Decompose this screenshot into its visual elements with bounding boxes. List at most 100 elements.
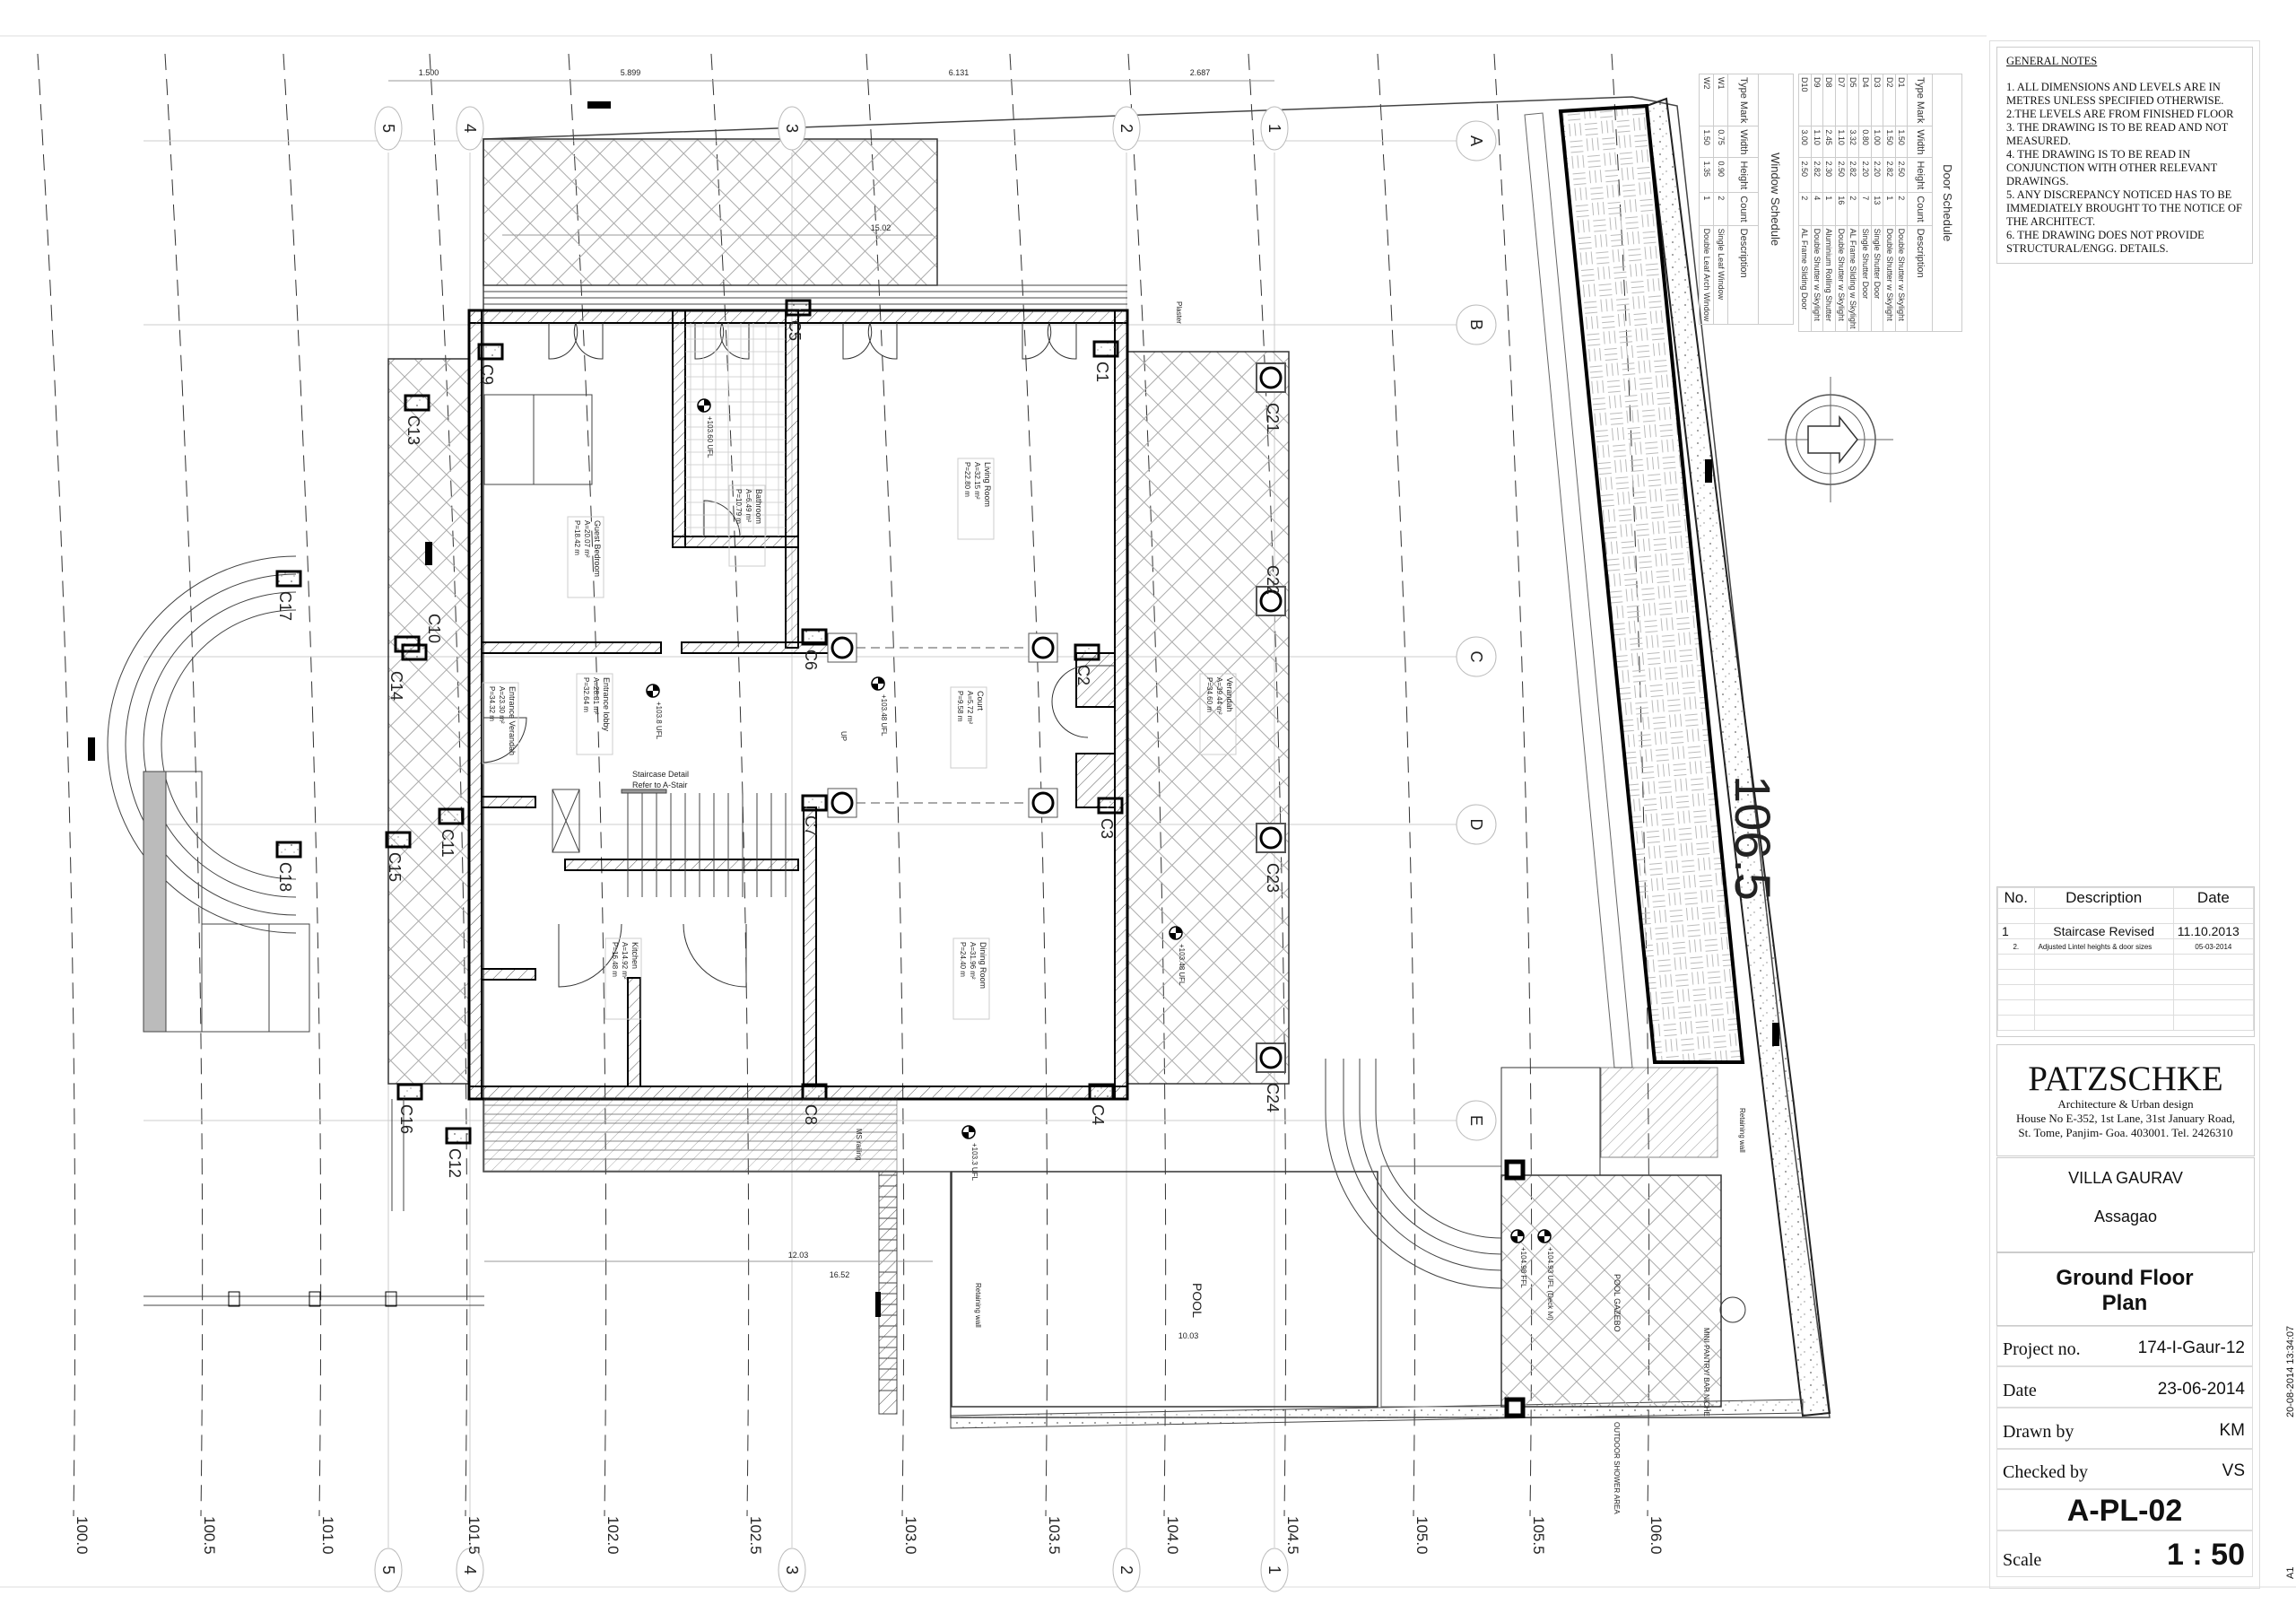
room-area: A=20.07 m² — [583, 520, 591, 558]
room-perimeter: P=24.40 m — [959, 942, 967, 977]
sheet-title: Ground Floor Plan — [1996, 1252, 2253, 1326]
level-marker-icon — [646, 684, 660, 698]
window-schedule-cell: 1.50 — [1699, 126, 1714, 158]
room-area: A=23.30 m² — [498, 686, 506, 724]
column — [438, 807, 465, 825]
column — [477, 343, 504, 361]
room-area: A=14.92 m² — [621, 942, 629, 980]
grid-column-label: 1 — [1265, 1565, 1283, 1574]
column — [801, 794, 828, 812]
column — [1088, 1083, 1115, 1101]
title-block-frame — [1989, 40, 2260, 1589]
column-tag: C6 — [802, 650, 820, 670]
room-area: A=32.15 m² — [973, 462, 981, 500]
deck-post — [309, 1291, 321, 1307]
sheet-size: A1 — [2285, 1566, 2296, 1579]
project-no-row: Project no. 174-I-Gaur-12 — [1996, 1326, 2253, 1366]
door-schedule-cell: 13 — [1871, 192, 1883, 226]
contour-level-label: 106.0 — [1648, 1516, 1665, 1555]
grid-bubble — [1260, 106, 1289, 151]
window-schedule-header: Height — [1727, 157, 1759, 193]
column-tag: C16 — [397, 1104, 415, 1134]
door-schedule-cell: AL Frame Sliding w Skylight — [1847, 225, 1859, 332]
door-schedule-header: Type Mark — [1907, 74, 1933, 126]
contour-line — [865, 53, 905, 1517]
sheet-number: A-PL-02 — [1996, 1489, 2253, 1530]
column — [1092, 340, 1119, 358]
column-tag: C3 — [1098, 818, 1116, 839]
room-name: Living Room — [983, 462, 992, 507]
date-row: Date 23-06-2014 — [1996, 1366, 2253, 1408]
grid-column-label: 1 — [1265, 124, 1283, 133]
door-schedule-cell: D5 — [1847, 74, 1859, 126]
door-schedule-cell: 2.50 — [1798, 157, 1812, 193]
rev-no: 2. — [1997, 938, 2035, 955]
column-tag: C11 — [439, 829, 457, 858]
dimension-text: 10.03 — [1178, 1331, 1199, 1340]
level-marker-icon — [1510, 1229, 1525, 1243]
door-schedule-cell: Single Shutter Door — [1871, 225, 1883, 332]
door-schedule-cell: 1.10 — [1811, 126, 1823, 158]
level-marker-icon — [961, 1125, 976, 1139]
level-label: +104.98 FFL — [1519, 1247, 1527, 1288]
bathroom-tiles — [685, 323, 786, 536]
pool-gazebo-label: POOL GAZEBO — [1613, 1274, 1622, 1332]
door-schedule-cell: 3.32 — [1847, 126, 1859, 158]
column — [275, 841, 302, 859]
bed — [483, 394, 593, 485]
room-name: Court — [976, 691, 985, 711]
column-tag: C17 — [276, 591, 294, 621]
column — [1074, 643, 1100, 661]
door-schedule-cell: 16 — [1835, 192, 1848, 226]
grid-dimension: 1.500 — [419, 68, 439, 77]
room-area: A=31.96 m² — [969, 942, 977, 980]
window-schedule-title: Window Schedule — [1758, 74, 1794, 325]
door-schedule-cell: D8 — [1822, 74, 1836, 126]
scale-label: Scale — [2003, 1550, 2042, 1570]
rev-header-no: No. — [1997, 887, 2035, 909]
door-schedule-cell: 2 — [1847, 192, 1859, 226]
grid-dimension: 2.687 — [1190, 68, 1211, 77]
door-schedule-cell: 0.80 — [1858, 126, 1872, 158]
door-schedule-title: Door Schedule — [1932, 74, 1962, 332]
door-schedule-cell: D4 — [1858, 74, 1872, 126]
firm-tagline: Architecture & Urban design — [2057, 1097, 2194, 1111]
door-schedule-cell: 2.50 — [1835, 157, 1848, 193]
door-schedule-cell: Aluminium Rolling Shutter — [1822, 225, 1836, 332]
firm-address-1: House No E-352, 1st Lane, 31st January R… — [2015, 1112, 2236, 1125]
grid-dimension: 5.899 — [621, 68, 641, 77]
grid-column-label: 4 — [461, 1565, 479, 1574]
room-name: Entrance lobby — [602, 677, 611, 732]
room-perimeter: P=34.32 m — [488, 686, 496, 721]
lower-terrace — [144, 1098, 898, 1415]
grid-bubble — [1260, 1548, 1289, 1592]
retaining-wall-label: Retaining wall — [974, 1283, 982, 1328]
room-name: Verandah — [1225, 677, 1234, 712]
sheet-title-line-1: Ground Floor — [2056, 1266, 2194, 1290]
sheet-title-line-2: Plan — [2101, 1291, 2148, 1315]
window-schedule-header: Width — [1727, 126, 1759, 158]
scale-row: Scale 1 : 50 — [1996, 1530, 2253, 1577]
steps — [107, 284, 1127, 1391]
contour-level-label: 105.5 — [1530, 1516, 1547, 1555]
project-no-label: Project no. — [2003, 1339, 2081, 1359]
column-tag: C21 — [1264, 403, 1282, 432]
contour-line — [283, 53, 322, 1517]
contour-line — [1009, 53, 1048, 1517]
grid-row-label: E — [1467, 1115, 1485, 1126]
project-name: VILLA GAURAV — [2068, 1169, 2183, 1187]
door-schedule-cell: 1.50 — [1895, 126, 1908, 158]
column-tag: C12 — [446, 1148, 464, 1178]
door-schedule-cell: 1 — [1822, 192, 1836, 226]
deck-post — [228, 1291, 240, 1307]
room-area: A=6.49 m² — [744, 489, 752, 522]
column-tag: C2 — [1074, 665, 1092, 685]
